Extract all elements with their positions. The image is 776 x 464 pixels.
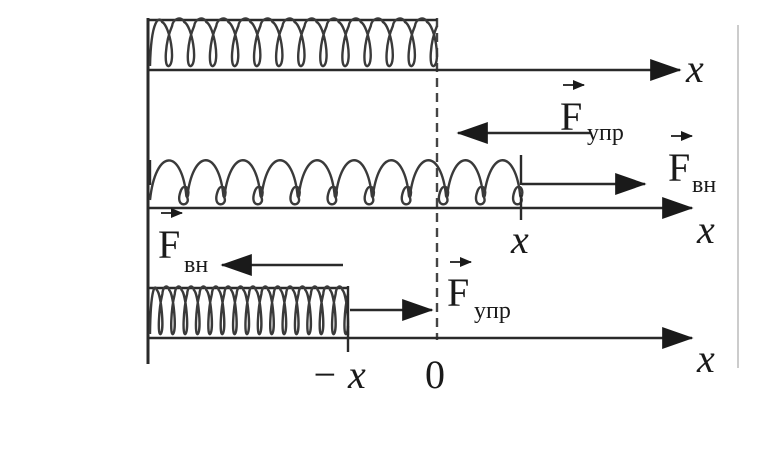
axis-3-label: x	[696, 336, 715, 381]
axis-2-label: x	[696, 207, 715, 252]
svg-text:F: F	[447, 270, 469, 315]
axis-1-label: x	[685, 46, 704, 91]
label-zero: 0	[425, 352, 445, 397]
svg-text:вн: вн	[692, 172, 716, 198]
svg-text:F: F	[668, 145, 690, 190]
svg-text:упр: упр	[474, 298, 511, 324]
force-label-external-left: F вн	[158, 208, 208, 278]
force-label-external-right: F вн	[668, 131, 716, 198]
svg-text:F: F	[560, 94, 582, 139]
svg-text:вн: вн	[184, 252, 208, 278]
spring-stretched	[148, 159, 524, 206]
label-pos-x: x	[510, 217, 529, 262]
force-label-elastic-top: F упр	[560, 80, 624, 146]
spring-compressed	[148, 285, 350, 336]
spring-equilibrium	[148, 17, 439, 68]
force-label-elastic-bottom: F упр	[447, 257, 511, 324]
svg-text:F: F	[158, 222, 180, 267]
label-neg-x: − x	[311, 352, 366, 397]
svg-text:упр: упр	[587, 120, 624, 146]
